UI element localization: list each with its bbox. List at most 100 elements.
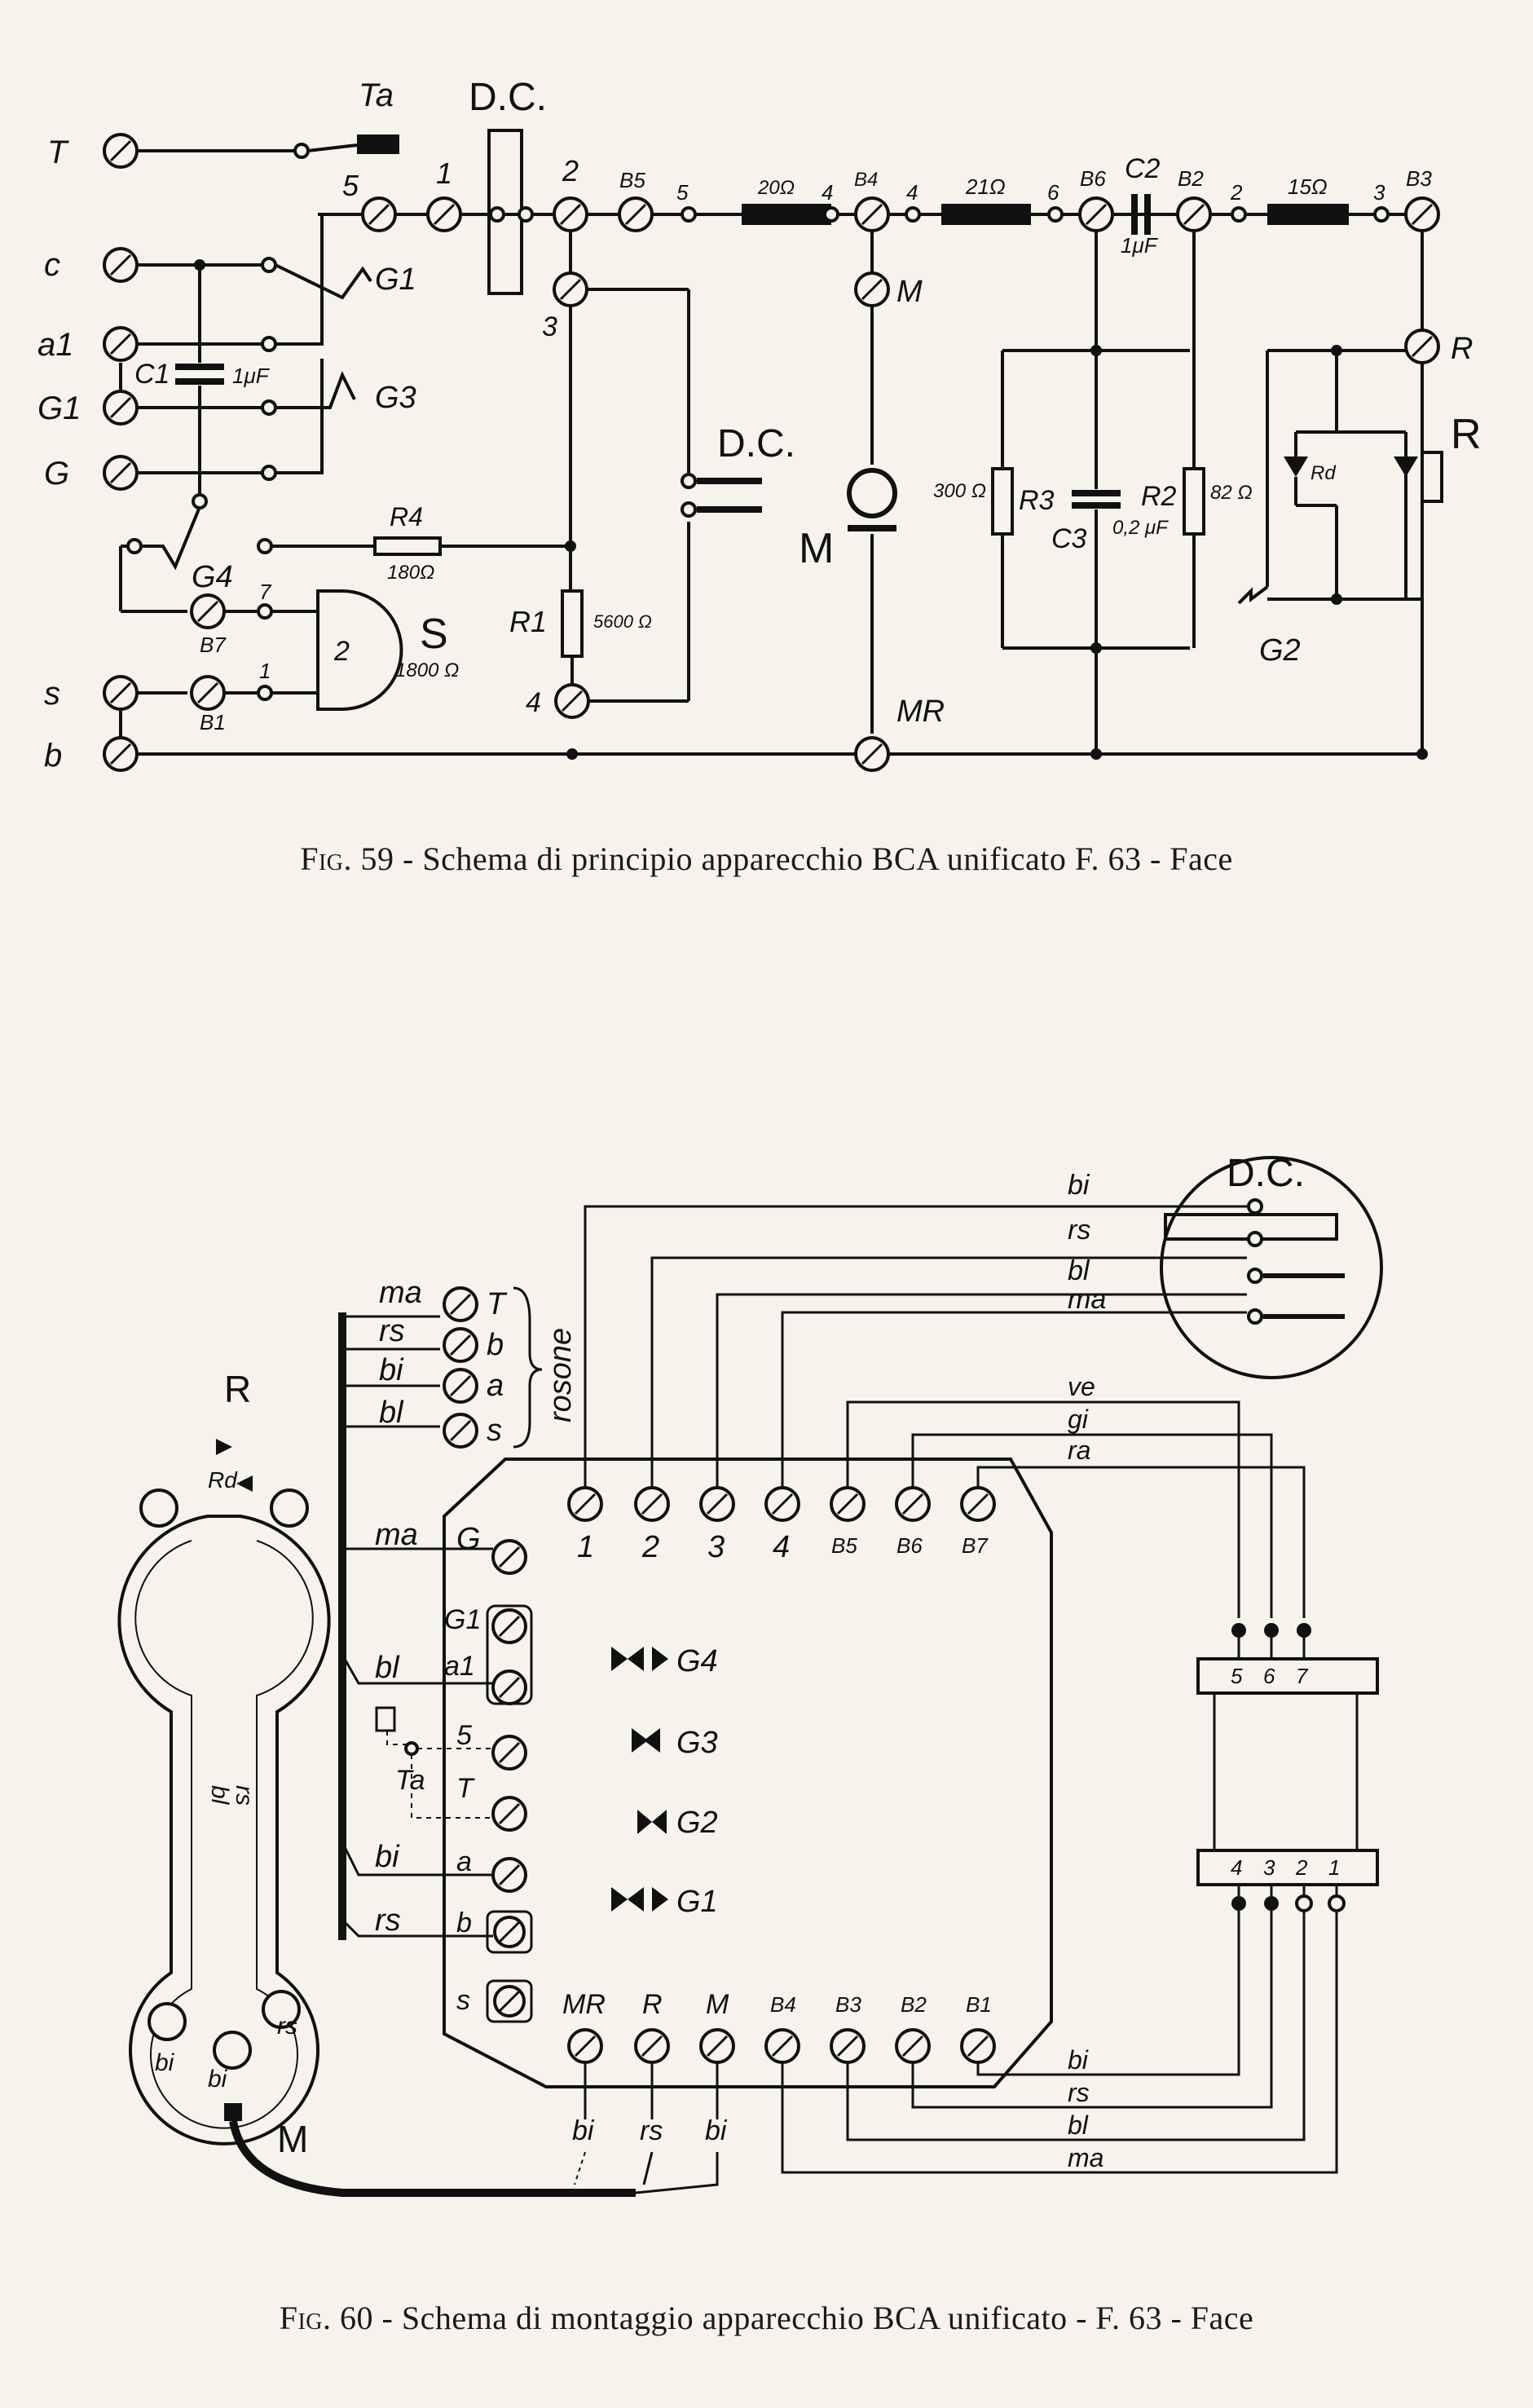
label-b: b [44, 738, 62, 774]
label-Ta: Ta [395, 1765, 425, 1796]
label-R3-val: 300 Ω [933, 480, 986, 502]
label-rosone-T: T [487, 1287, 508, 1321]
label-G1-switch: G1 [375, 262, 416, 297]
caption-60-prefix: Fig. [279, 2300, 332, 2336]
label-board-T: T [456, 1773, 475, 1804]
label-dc-top: D.C. [469, 76, 547, 119]
label-T: T [47, 135, 69, 170]
handset [117, 1488, 636, 2197]
bottom-terminals [567, 2028, 996, 2064]
label-G: G [44, 456, 69, 492]
switch-G4 [611, 1647, 668, 1671]
ta-key [357, 135, 399, 154]
left-terminals [103, 133, 139, 772]
figure-60-assembly: D.C. bi rs bl ma ve gi ra [117, 1152, 1383, 2197]
label-term-1: 1 [577, 1530, 594, 1564]
handset-cord [229, 2120, 636, 2197]
label-G3-switch: G3 [375, 381, 416, 415]
label-bot-B4: B4 [770, 1992, 796, 2017]
label-1-top: 1 [436, 157, 452, 190]
wire-bot-rs: rs [640, 2115, 663, 2146]
label-R4-val: 180Ω [387, 562, 434, 584]
microphone-M [847, 468, 897, 518]
label-B1: B1 [200, 710, 226, 734]
label-G2: G2 [676, 1806, 718, 1840]
label-term-3: 3 [707, 1530, 725, 1564]
caption-fig-59: Fig. 59 - Schema di principio apparecchi… [0, 840, 1533, 878]
label-conn-6: 6 [1263, 1664, 1275, 1688]
label-C1-val: 1μF [232, 364, 271, 388]
wire-rosone-rs: rs [379, 1314, 405, 1348]
label-handset-R: R [224, 1368, 251, 1410]
label-board-b: b [456, 1907, 472, 1938]
label-S-num: 2 [333, 636, 350, 667]
label-G1: G1 [676, 1885, 718, 1919]
wire-rosone-bi: bi [379, 1353, 404, 1387]
label-C1: C1 [134, 359, 170, 390]
label-R2-val: 82 Ω [1210, 482, 1253, 504]
wire-dc-rs: rs [1068, 1215, 1090, 1246]
label-conn-7: 7 [1296, 1664, 1309, 1688]
wire-ve: ve [1068, 1372, 1095, 1401]
wire-br-bi: bi [1068, 2045, 1089, 2075]
label-bot-B3: B3 [835, 1992, 861, 2017]
label-G4-switch: G4 [192, 560, 233, 594]
label-B4: B4 [854, 169, 878, 191]
wire-br-rs: rs [1068, 2078, 1090, 2107]
label-R2: R2 [1141, 481, 1177, 512]
connector-top [1196, 1657, 1379, 1695]
label-R1: R1 [509, 605, 547, 638]
label-G4: G4 [676, 1644, 718, 1678]
resistor-15 [1267, 204, 1349, 225]
label-Rd: Rd [1311, 462, 1336, 484]
label-MR: MR [896, 695, 945, 729]
label-conn-4: 4 [1231, 1855, 1242, 1880]
label-B7: B7 [200, 633, 227, 657]
caption-59-text: 59 - Schema di principio apparecchio BCA… [360, 840, 1233, 877]
label-6-top: 6 [1047, 180, 1059, 205]
label-board-s: s [456, 1985, 470, 2016]
wire-ra: ra [1068, 1436, 1090, 1465]
caption-fig-60: Fig. 60 - Schema di montaggio apparecchi… [0, 2299, 1533, 2337]
label-B3: B3 [1406, 166, 1432, 191]
label-5-top: 5 [676, 180, 689, 205]
switch-G2 [637, 1810, 667, 1834]
label-s: s [44, 676, 60, 712]
label-rosone: rosone [544, 1328, 578, 1422]
label-7-S: 7 [259, 580, 272, 604]
label-G1: G1 [37, 390, 81, 426]
wire-rosone-bl: bl [379, 1396, 404, 1430]
label-rosone-s: s [487, 1413, 502, 1448]
label-res20: 20Ω [757, 177, 795, 199]
label-hs-rs: rs [277, 2013, 297, 2040]
label-2b-top: 2 [1230, 180, 1243, 205]
wire-br-bl: bl [1068, 2110, 1089, 2140]
label-3-node: 3 [542, 311, 557, 342]
label-hs-bi-2: bi [208, 2066, 228, 2093]
label-S-val: 1800 Ω [395, 659, 459, 681]
label-dc: D.C. [1227, 1152, 1305, 1195]
label-bot-MR: MR [562, 1989, 606, 2020]
label-C3-val: 0,2 μF [1112, 517, 1169, 539]
label-S: S [420, 611, 448, 658]
label-cord-bl: bl [206, 1785, 233, 1806]
ringer-coil-R [1421, 451, 1443, 503]
label-term-B5: B5 [831, 1533, 857, 1558]
label-4b-top: 4 [906, 180, 918, 205]
wire-dc-ma: ma [1068, 1284, 1106, 1315]
label-5-left: 5 [342, 169, 359, 202]
rosone-brace [513, 1286, 543, 1449]
label-R3: R3 [1019, 485, 1055, 516]
label-4-node: 4 [526, 687, 541, 718]
wire-br-ma: ma [1068, 2143, 1103, 2172]
wire-dc-bl: bl [1068, 1255, 1090, 1286]
label-board-G1: G1 [444, 1604, 481, 1635]
label-handset-Rd: Rd [208, 1467, 238, 1493]
label-Ta: Ta [359, 77, 394, 113]
connector-bottom [1196, 1849, 1379, 1886]
dc-switch-circle [1160, 1156, 1383, 1379]
top-terminals [567, 1486, 996, 1522]
label-term-4: 4 [773, 1530, 790, 1564]
